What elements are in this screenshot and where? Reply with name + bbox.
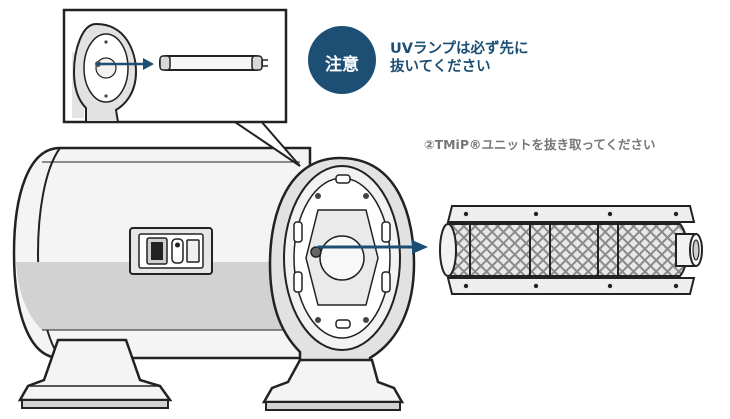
caution-line-2: 抜いてください xyxy=(390,59,491,75)
step-instruction: ②TMiP®ユニットを抜き取ってください xyxy=(424,137,656,152)
device-foot-right xyxy=(261,358,405,411)
device-foot-left xyxy=(17,338,173,409)
control-panel xyxy=(129,227,213,275)
front-plate xyxy=(268,156,416,380)
caution-line-1: UVランプは必ず先に xyxy=(390,41,529,57)
inset-callout xyxy=(62,8,301,167)
pull-out-arrow xyxy=(318,240,428,254)
caution-badge xyxy=(308,26,376,94)
tmip-unit xyxy=(439,205,703,295)
caution-message: UVランプは必ず先に 抜いてください xyxy=(390,40,570,76)
caution-badge-label: 注意 xyxy=(325,55,359,75)
